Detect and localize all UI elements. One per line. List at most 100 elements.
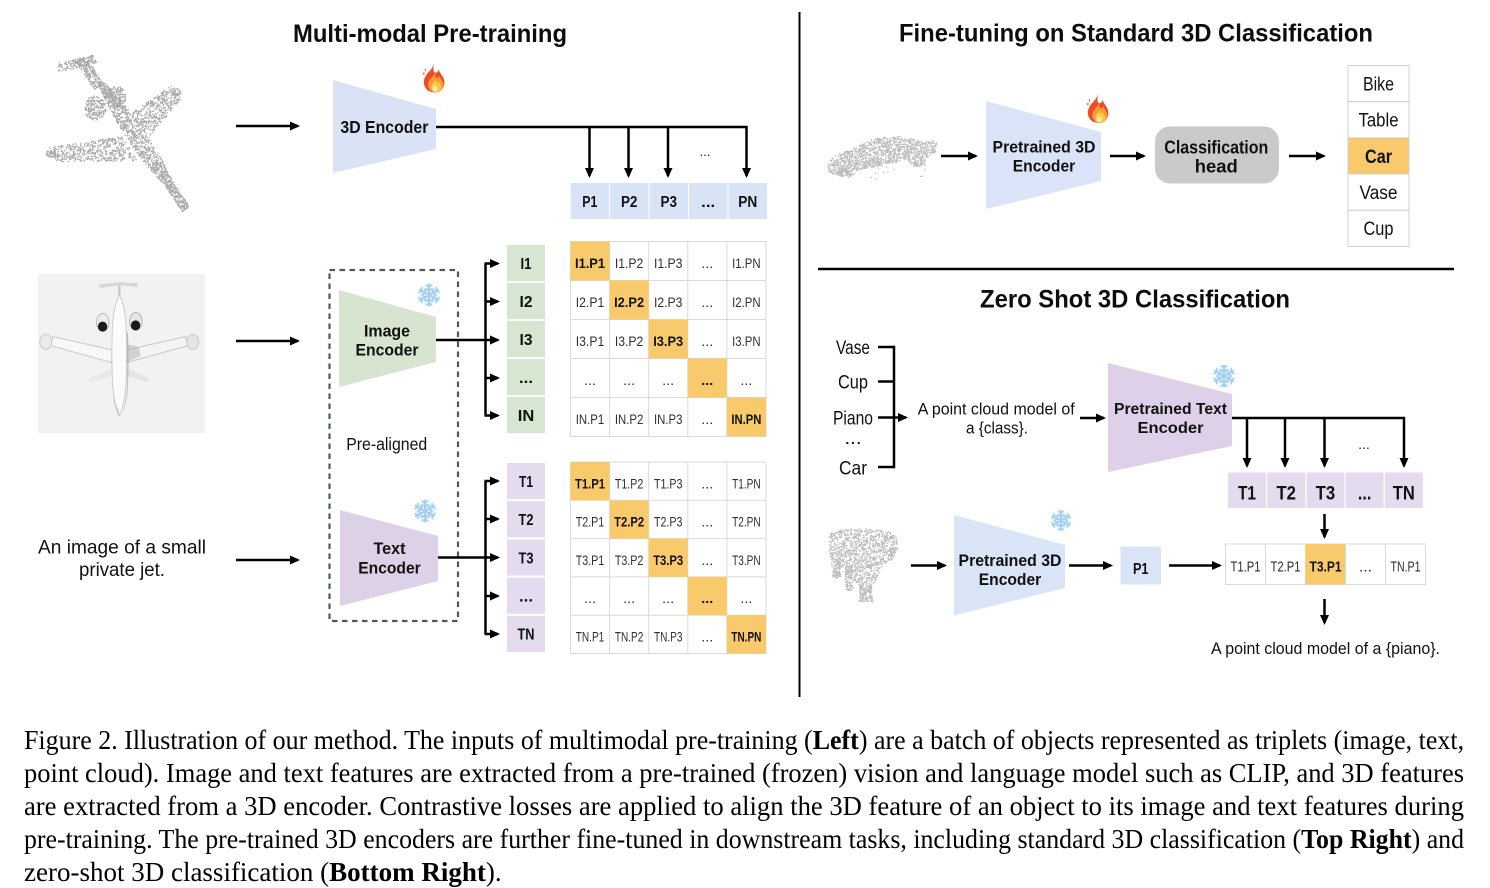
- svg-text:Pretrained 3D: Pretrained 3D: [959, 552, 1062, 570]
- svg-text:Vase: Vase: [836, 338, 870, 359]
- svg-text:TN.PN: TN.PN: [731, 629, 761, 645]
- svg-text:TN.P1: TN.P1: [1391, 560, 1421, 576]
- svg-text:TN: TN: [518, 627, 535, 644]
- svg-text:...: ...: [701, 590, 713, 606]
- svg-text:T2.P1: T2.P1: [1271, 560, 1301, 576]
- svg-text:P1: P1: [1133, 561, 1149, 578]
- svg-text:I3.P1: I3.P1: [576, 333, 605, 349]
- svg-text:...: ...: [584, 590, 596, 606]
- svg-text:T3: T3: [1316, 483, 1336, 504]
- svg-text:...: ...: [701, 552, 713, 568]
- svg-text:head: head: [1195, 156, 1238, 176]
- svg-text:I1.P2: I1.P2: [615, 255, 644, 271]
- svg-text:T1: T1: [519, 474, 533, 491]
- svg-text:...: ...: [662, 372, 674, 388]
- svg-text:T2: T2: [519, 512, 534, 529]
- svg-text:T2.PN: T2.PN: [732, 514, 761, 530]
- svg-text:IN.PN: IN.PN: [731, 411, 761, 427]
- svg-text:I2: I2: [520, 294, 533, 311]
- svg-text:...: ...: [701, 411, 713, 427]
- svg-text:IN.P2: IN.P2: [615, 411, 644, 427]
- svg-text:A point cloud model of: A point cloud model of: [918, 401, 1075, 419]
- svg-text:T1.P1: T1.P1: [575, 475, 605, 491]
- svg-text:...: ...: [740, 590, 752, 606]
- svg-text:An image of a small: An image of a small: [38, 537, 206, 559]
- svg-text:TN.P1: TN.P1: [576, 629, 605, 645]
- svg-text:...: ...: [740, 372, 752, 388]
- svg-text:Classification: Classification: [1164, 137, 1268, 157]
- svg-text:I1.P1: I1.P1: [575, 255, 605, 271]
- svg-text:TN.P3: TN.P3: [654, 629, 683, 645]
- svg-text:Image: Image: [364, 322, 410, 341]
- svg-text:...: ...: [1359, 560, 1372, 576]
- svg-text:Piano: Piano: [833, 408, 873, 429]
- svg-text:Encoder: Encoder: [356, 340, 419, 359]
- svg-text:...: ...: [701, 475, 713, 491]
- svg-text:...: ...: [701, 194, 715, 211]
- svg-text:T3.PN: T3.PN: [732, 552, 761, 568]
- svg-text:T2.P3: T2.P3: [654, 514, 683, 530]
- svg-text:...: ...: [519, 589, 533, 606]
- svg-text:T3.P3: T3.P3: [653, 552, 683, 568]
- svg-text:TN.P2: TN.P2: [615, 629, 644, 645]
- svg-text:...: ...: [701, 294, 713, 310]
- svg-text:I2.P2: I2.P2: [614, 294, 644, 310]
- svg-text:A point cloud model of a {pian: A point cloud model of a {piano}.: [1211, 639, 1440, 658]
- svg-text:Pretrained Text: Pretrained Text: [1114, 401, 1227, 418]
- svg-text:I3.P3: I3.P3: [653, 333, 683, 349]
- svg-text:I2.PN: I2.PN: [732, 294, 761, 310]
- svg-text:Pretrained 3D: Pretrained 3D: [993, 139, 1096, 157]
- svg-text:PN: PN: [738, 194, 757, 211]
- svg-text:Car: Car: [839, 458, 868, 479]
- svg-text:Vase: Vase: [1360, 183, 1398, 204]
- svg-text:...: ...: [701, 333, 713, 349]
- svg-text:T2: T2: [1276, 483, 1296, 504]
- svg-text:a {class}.: a {class}.: [966, 420, 1028, 438]
- svg-text:Encoder: Encoder: [979, 571, 1042, 589]
- svg-text:private jet.: private jet.: [79, 559, 165, 581]
- svg-text:P2: P2: [621, 194, 638, 211]
- svg-text:Pre-aligned: Pre-aligned: [346, 434, 427, 454]
- svg-text:3D Encoder: 3D Encoder: [340, 117, 428, 137]
- svg-text:Multi-modal Pre-training: Multi-modal Pre-training: [293, 20, 567, 48]
- svg-text:IN.P3: IN.P3: [654, 411, 683, 427]
- svg-text:Text: Text: [374, 539, 406, 558]
- svg-text:Car: Car: [1365, 147, 1393, 168]
- svg-text:Encoder: Encoder: [358, 558, 421, 577]
- svg-text:T1.PN: T1.PN: [732, 475, 761, 491]
- svg-text:...: ...: [845, 428, 862, 449]
- svg-text:TN: TN: [1393, 483, 1415, 504]
- svg-text:Encoder: Encoder: [1013, 158, 1076, 176]
- svg-text:IN.P1: IN.P1: [576, 411, 605, 427]
- svg-text:P1: P1: [582, 194, 597, 211]
- svg-text:I1.PN: I1.PN: [732, 255, 761, 271]
- svg-text:Encoder: Encoder: [1138, 420, 1204, 437]
- svg-text:...: ...: [662, 590, 674, 606]
- svg-text:Cup: Cup: [838, 372, 868, 393]
- svg-text:...: ...: [623, 590, 635, 606]
- svg-text:IN: IN: [518, 408, 535, 425]
- svg-text:...: ...: [623, 372, 635, 388]
- svg-text:Fine-tuning on Standard 3D Cla: Fine-tuning on Standard 3D Classificatio…: [899, 20, 1373, 48]
- svg-text:T3.P1: T3.P1: [1310, 560, 1342, 576]
- svg-text:...: ...: [701, 514, 713, 530]
- svg-text:T2.P1: T2.P1: [576, 514, 605, 530]
- svg-text:T3.P2: T3.P2: [615, 552, 644, 568]
- svg-text:T1.P3: T1.P3: [654, 475, 683, 491]
- svg-text:T2.P2: T2.P2: [614, 514, 644, 530]
- svg-text:Table: Table: [1359, 111, 1399, 132]
- svg-text:...: ...: [519, 370, 533, 387]
- svg-text:T3: T3: [519, 550, 534, 567]
- svg-text:T3.P1: T3.P1: [576, 552, 605, 568]
- svg-text:T1.P2: T1.P2: [615, 475, 644, 491]
- svg-text:...: ...: [701, 629, 713, 645]
- svg-text:I3.PN: I3.PN: [732, 333, 761, 349]
- svg-text:...: ...: [1358, 436, 1370, 452]
- svg-text:Cup: Cup: [1364, 219, 1394, 240]
- svg-text:I3: I3: [520, 332, 533, 349]
- svg-text:I3.P2: I3.P2: [615, 333, 644, 349]
- svg-text:I2.P3: I2.P3: [654, 294, 683, 310]
- svg-text:...: ...: [584, 372, 596, 388]
- svg-text:...: ...: [701, 255, 713, 271]
- svg-text:I1: I1: [521, 256, 532, 273]
